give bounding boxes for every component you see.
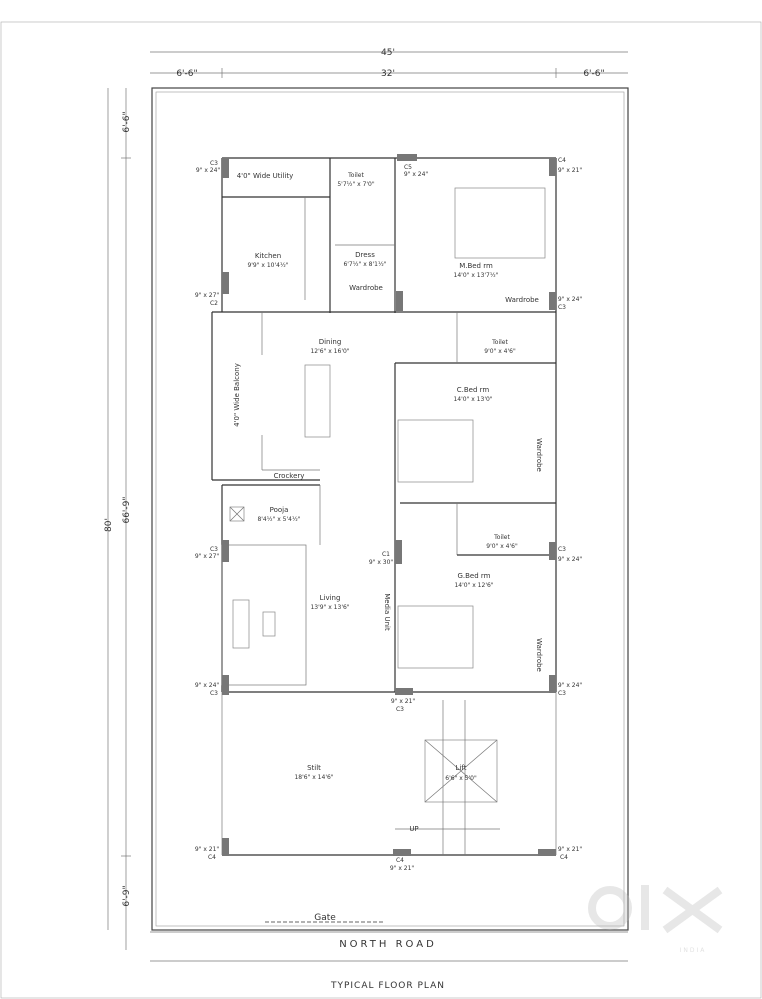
furniture: [221, 187, 546, 855]
toilet1-size: 5'7½" x 7'0": [337, 181, 375, 188]
stilt-name: Stilt: [307, 764, 321, 772]
dining-size: 12'6" x 16'0": [310, 348, 349, 355]
svg-text:9" x 21": 9" x 21": [390, 865, 415, 872]
svg-text:C3: C3: [396, 706, 404, 713]
svg-text:9" x 24": 9" x 24": [558, 682, 583, 689]
svg-text:9" x 27": 9" x 27": [195, 553, 220, 560]
living-rug: [221, 544, 307, 686]
mbed-name: M.Bed rm: [459, 262, 493, 270]
svg-text:C3: C3: [558, 304, 566, 311]
mbed-size: 14'0" x 13'7½": [454, 272, 499, 279]
wardrobe1-label: Wardrobe: [349, 284, 383, 292]
svg-text:C1: C1: [382, 551, 390, 558]
master-bed: [454, 187, 546, 259]
svg-text:9" x 21": 9" x 21": [195, 846, 220, 853]
drawing-title: TYPICAL FLOOR PLAN: [330, 981, 445, 991]
toilet2-size: 9'0" x 4'6": [484, 348, 516, 355]
dim-left-bottom: 6'-9": [122, 885, 132, 906]
svg-text:C2: C2: [210, 300, 218, 307]
svg-text:9" x 21": 9" x 21": [558, 846, 583, 853]
svg-text:9" x 24": 9" x 24": [196, 167, 221, 174]
gbed-size: 14'0" x 12'6": [454, 582, 493, 589]
dim-total-width: 45': [381, 48, 395, 58]
svg-text:C3: C3: [210, 160, 218, 167]
road-label: NORTH ROAD: [339, 939, 437, 950]
dim-top-mid: 32': [381, 69, 395, 79]
dim-left-mid: 66'-9": [122, 496, 132, 523]
svg-text:9" x 24": 9" x 24": [195, 682, 220, 689]
svg-text:9" x 21": 9" x 21": [558, 167, 583, 174]
svg-text:C3: C3: [558, 546, 566, 553]
svg-text:9" x 30": 9" x 30": [369, 559, 394, 566]
toilet3-size: 9'0" x 4'6": [486, 543, 518, 550]
pooja-name: Pooja: [270, 506, 289, 514]
toilet3-name: Toilet: [493, 534, 510, 541]
svg-text:C4: C4: [558, 157, 566, 164]
living-name: Living: [320, 594, 341, 602]
svg-text:C5: C5: [404, 164, 412, 171]
dining-name: Dining: [319, 338, 342, 346]
svg-text:C3: C3: [210, 546, 218, 553]
svg-text:9" x 27": 9" x 27": [195, 292, 220, 299]
dress-name: Dress: [355, 251, 375, 259]
media-unit-label: Media Unit: [383, 593, 391, 631]
svg-text:INDIA: INDIA: [680, 947, 707, 954]
wardrobe2-label: Wardrobe: [505, 296, 539, 304]
kitchen-name: Kitchen: [255, 252, 281, 260]
svg-text:9" x 21": 9" x 21": [391, 698, 416, 705]
svg-text:C4: C4: [396, 857, 404, 864]
stair-up-label: UP: [409, 825, 418, 833]
dim-top-left: 6'-6": [176, 69, 197, 79]
pooja-size: 8'4½" x 5'4½": [257, 516, 300, 523]
stilt-size: 18'6" x 14'6": [294, 774, 333, 781]
cbed-name: C.Bed rm: [457, 386, 490, 394]
left-dimensions: 80' 6'-6" 66'-9" 6'-9": [104, 88, 132, 950]
dining-table: [304, 364, 331, 438]
toilet1-name: Toilet: [347, 172, 364, 179]
cbed-size: 14'0" x 13'0": [453, 396, 492, 403]
column-labels: C39" x 24" C59" x 24" C49" x 21" 9" x 27…: [195, 157, 583, 872]
svg-text:9" x 24": 9" x 24": [558, 556, 583, 563]
svg-text:9" x 24": 9" x 24": [404, 171, 429, 178]
svg-text:C3: C3: [210, 690, 218, 697]
dim-total-length: 80': [104, 518, 114, 532]
guest-bed: [397, 605, 474, 669]
gbed-name: G.Bed rm: [457, 572, 490, 580]
balcony-label: 4'0" Wide Balcony: [233, 363, 241, 427]
top-dimensions: 45' 6'-6" 32' 6'-6": [150, 48, 628, 79]
columns: [222, 154, 556, 856]
dim-top-right: 6'-6": [583, 69, 604, 79]
room-labels: 4'0" Wide Utility Toilet 5'7½" x 7'0" Ki…: [233, 172, 543, 833]
kitchen-size: 9'9" x 10'4½": [247, 262, 288, 269]
gate-label: Gate: [314, 913, 336, 923]
coffee-table: [262, 611, 276, 637]
crockery-label: Crockery: [274, 472, 305, 480]
wardrobe3-label: Wardrobe: [535, 438, 543, 472]
living-size: 13'9" x 13'6": [310, 604, 349, 611]
svg-text:C4: C4: [208, 854, 216, 861]
utility-label: 4'0" Wide Utility: [237, 172, 294, 180]
wardrobe4-label: Wardrobe: [535, 638, 543, 672]
toilet2-name: Toilet: [491, 339, 508, 346]
lift-size: 6'6" x 5'0": [445, 775, 477, 782]
olx-watermark: INDIA: [588, 885, 723, 954]
svg-text:C4: C4: [560, 854, 568, 861]
sofa: [232, 599, 250, 649]
plot-boundary: [151, 87, 629, 931]
page-frame: [0, 21, 762, 999]
svg-text:9" x 24": 9" x 24": [558, 296, 583, 303]
lift-name: Lift: [456, 764, 467, 772]
dress-size: 6'7½" x 8'1½": [343, 261, 386, 268]
dim-left-top: 6'-6": [122, 111, 132, 132]
svg-text:C3: C3: [558, 690, 566, 697]
child-bed: [397, 419, 474, 483]
